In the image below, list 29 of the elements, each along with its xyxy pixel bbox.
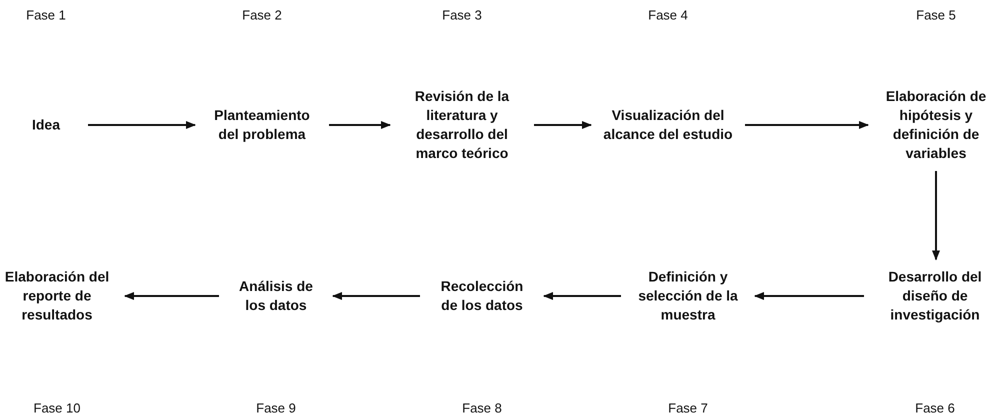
phase-label: Fase 1 [26, 8, 66, 22]
phase-label: Fase 6 [915, 400, 955, 416]
arrow [543, 292, 621, 300]
step-text: Planteamiento del problema [207, 106, 317, 144]
phase-label: Fase 9 [256, 400, 296, 416]
step-text: Recolección de los datos [432, 277, 532, 315]
step-text: Definición y selección de la muestra [633, 268, 743, 324]
arrow [332, 292, 420, 300]
step-text: Elaboración de hipótesis y definición de variables [880, 87, 992, 163]
phase-label: Fase 7 [668, 400, 708, 416]
arrow [534, 121, 592, 129]
step-text: Elaboración del reporte de resultados [1, 268, 113, 324]
step-text: Análisis de los datos [231, 277, 321, 315]
arrow [329, 121, 391, 129]
step-text: Revisión de la literatura y desarrollo del marco teórico [402, 87, 522, 163]
arrow [754, 292, 864, 300]
phase-label: Fase 3 [442, 8, 482, 22]
phase-label: Fase 10 [34, 400, 80, 416]
phase-label: Fase 4 [648, 8, 688, 22]
step-text: Idea [16, 116, 76, 134]
phase-label: Fase 8 [462, 400, 502, 416]
phase-label: Fase 2 [242, 8, 282, 22]
step-text: Visualización del alcance del estudio [603, 106, 733, 144]
arrow [932, 171, 940, 260]
arrow [124, 292, 219, 300]
phase-label: Fase 5 [916, 8, 956, 22]
arrow [745, 121, 869, 129]
arrow [88, 121, 196, 129]
step-text: Desarrollo del diseño de investigación [876, 268, 994, 324]
